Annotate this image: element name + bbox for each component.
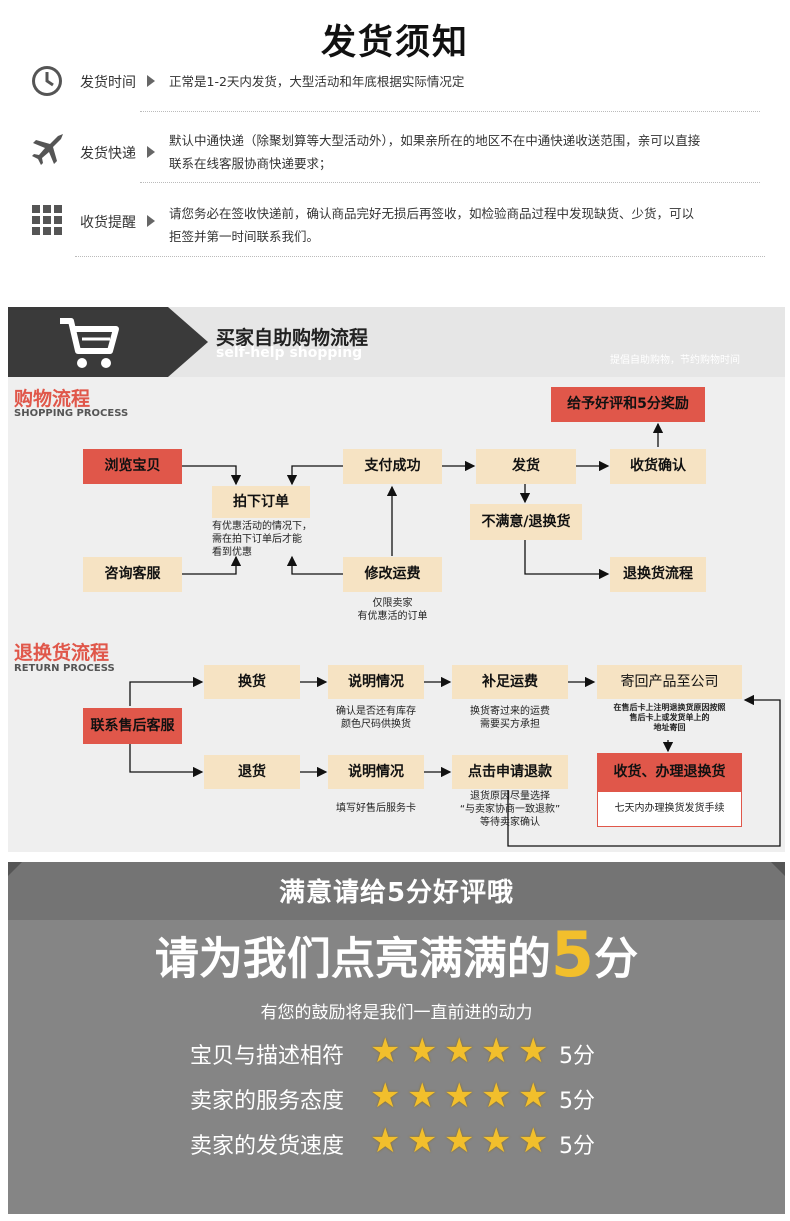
rating-label-service: 卖家的服务态度 xyxy=(190,1089,345,1114)
grid-icon xyxy=(32,205,68,241)
notice-text-receive: 请您务必在签收快递前，确认商品完好无损后再签收，如检验商品过程中发现缺货、少货，… xyxy=(169,206,695,244)
star-icon: ★ xyxy=(407,1076,438,1116)
star-icon: ★ xyxy=(370,1121,401,1161)
order-note: 有优惠活动的情况下，需在拍下订单后才能看到优惠 xyxy=(212,521,312,558)
notice-label-courier: 发货快递 xyxy=(80,146,136,162)
shopping-cart-icon xyxy=(58,315,120,375)
flow-header-subtitle: self-help shopping xyxy=(216,345,363,361)
notice-label-ship-time: 发货时间 xyxy=(80,75,136,91)
rating-band xyxy=(8,862,785,920)
rating-score-description: 5分 xyxy=(559,1044,595,1069)
send-back-note: 在售后卡上注明退换货原因按照售后卡上或发货单上的地址寄回 xyxy=(613,703,726,732)
star-icon: ★ xyxy=(518,1121,549,1161)
step-exchange-flow: 退换货流程 xyxy=(610,557,706,592)
rating-motto: 有您的鼓励将是我们一直前进的动力 xyxy=(260,1003,533,1023)
star-icon: ★ xyxy=(444,1121,475,1161)
rating-big-prefix: 请为我们点亮满满的 xyxy=(154,933,551,985)
divider xyxy=(75,256,765,257)
step-modify-shipping: 修改运费 xyxy=(343,557,442,592)
cart-block xyxy=(8,307,168,377)
flow-header-title: 买家自助购物流程 xyxy=(216,327,369,349)
shopping-process-subtitle: SHOPPING PROCESS xyxy=(14,408,129,419)
star-icon: ★ xyxy=(481,1031,512,1071)
step-explain-exchange: 说明情况 xyxy=(328,665,424,699)
step-apply-refund: 点击申请退款 xyxy=(452,755,568,789)
rating-label-shipping: 卖家的发货速度 xyxy=(190,1134,345,1159)
return-process-title: 退换货流程 xyxy=(14,642,110,664)
apply-refund-note: 退货原因尽量选择“与卖家协商一致退款”等待卖家确认 xyxy=(459,791,561,828)
band-corner-right xyxy=(771,862,785,876)
divider xyxy=(140,111,760,112)
clock-icon xyxy=(30,64,66,100)
star-icon: ★ xyxy=(370,1031,401,1071)
header-chevron xyxy=(168,307,208,377)
step-unsatisfied: 不满意/退换货 xyxy=(470,504,582,540)
step-pay: 支付成功 xyxy=(343,449,442,484)
notice-text-courier: 默认中通快递（除聚划算等大型活动外），如果亲所在的地区不在中通快递收送范围，亲可… xyxy=(169,133,701,171)
star-icon: ★ xyxy=(444,1076,475,1116)
band-corner-left xyxy=(8,862,22,876)
step-receive: 收货确认 xyxy=(610,449,706,484)
step-shipping-fee: 补足运费 xyxy=(452,665,568,699)
flow-header-slogan: 提倡自助购物，节约购物时间 xyxy=(610,355,740,366)
rating-big-suffix: 分 xyxy=(594,933,639,985)
step-contact-aftersales: 联系售后客服 xyxy=(83,708,182,744)
rating-big-number: 5 xyxy=(550,918,595,991)
arrow-right-icon xyxy=(147,146,155,158)
step-exchange: 换货 xyxy=(204,665,300,699)
rating-score-shipping: 5分 xyxy=(559,1134,595,1159)
star-icon: ★ xyxy=(518,1031,549,1071)
notice-text-ship-time: 正常是1-2天内发货，大型活动和年底根据实际情况定 xyxy=(169,74,465,89)
airplane-icon xyxy=(30,131,66,167)
star-icon: ★ xyxy=(481,1121,512,1161)
step-review: 给予好评和5分奖励 xyxy=(551,387,705,422)
explain-refund-note: 填写好售后服务卡 xyxy=(336,803,416,814)
star-icon: ★ xyxy=(518,1076,549,1116)
rating-headline: 满意请给5分好评哦 xyxy=(278,878,515,908)
modify-note: 仅限卖家有优惠活的订单 xyxy=(357,598,428,622)
step-send-back: 寄回产品至公司 xyxy=(597,665,742,699)
star-icon: ★ xyxy=(444,1031,475,1071)
rating-score-service: 5分 xyxy=(559,1089,595,1114)
star-icon: ★ xyxy=(370,1076,401,1116)
arrow-right-icon xyxy=(147,215,155,227)
arrow-right-icon xyxy=(147,75,155,87)
shipping-fee-note: 换货寄过来的运费需要买方承担 xyxy=(470,706,550,730)
divider xyxy=(140,182,760,183)
rating-panel xyxy=(8,862,785,1214)
star-icon: ★ xyxy=(481,1076,512,1116)
notice-label-receive: 收货提醒 xyxy=(80,215,136,231)
step-order: 拍下订单 xyxy=(212,486,310,518)
star-icon: ★ xyxy=(407,1031,438,1071)
step-browse: 浏览宝贝 xyxy=(83,449,182,484)
rating-label-description: 宝贝与描述相符 xyxy=(190,1044,345,1069)
step-explain-refund: 说明情况 xyxy=(328,755,424,789)
rating-big-line: 请为我们点亮满满的5分 xyxy=(8,918,785,991)
handle-return-note: 七天内办理换货发货手续 xyxy=(597,791,742,827)
step-ship: 发货 xyxy=(476,449,576,484)
notice-title: 发货须知 xyxy=(320,23,469,63)
return-process-subtitle: RETURN PROCESS xyxy=(14,663,115,674)
step-refund: 退货 xyxy=(204,755,300,789)
shopping-process-title: 购物流程 xyxy=(14,388,91,410)
explain-exchange-note: 确认是否还有库存颜色尺码供换货 xyxy=(336,706,416,730)
step-consult: 咨询客服 xyxy=(83,557,182,592)
star-icon: ★ xyxy=(407,1121,438,1161)
step-handle-return: 收货、办理退换货 xyxy=(597,753,742,791)
